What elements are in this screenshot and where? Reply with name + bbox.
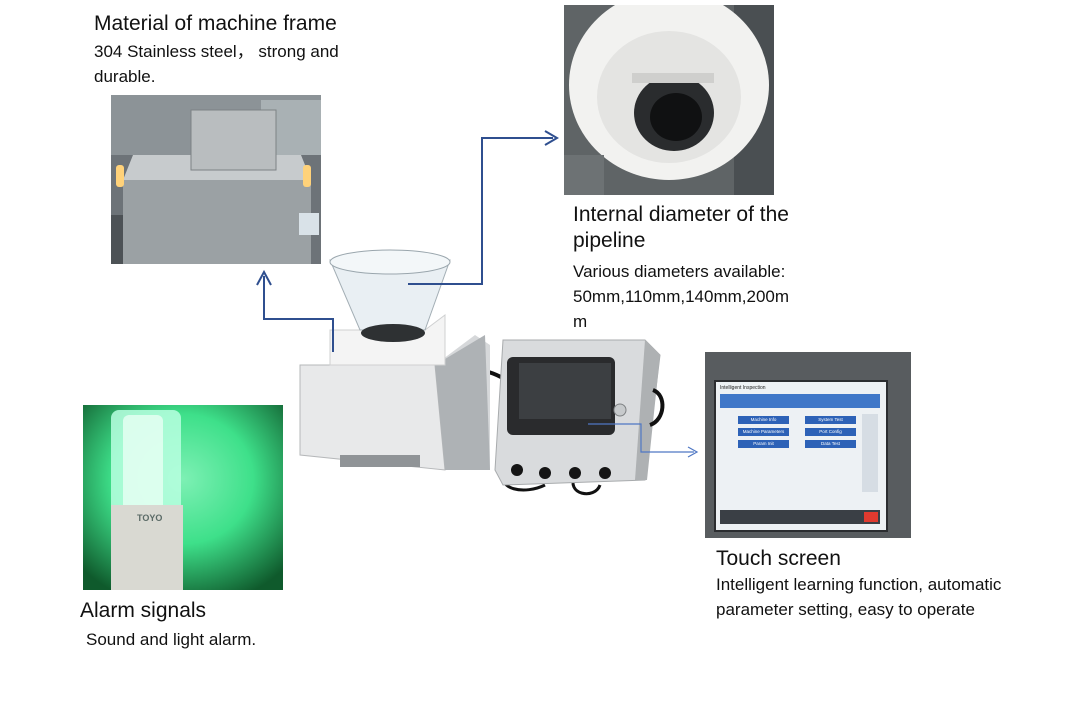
screen-button-param-init: Param Init xyxy=(738,440,789,448)
frame-title: Material of machine frame xyxy=(94,12,337,35)
arrow-right-icon xyxy=(408,130,559,285)
frame-desc-line-1: 304 Stainless steel， strong and xyxy=(94,42,339,61)
touch-desc-line-2: parameter setting, easy to operate xyxy=(716,600,975,619)
touch-desc-line-1: Intelligent learning function, automatic xyxy=(716,575,1002,594)
frame-photo xyxy=(111,95,321,264)
pipeline-title: Internal diameter of the pipeline xyxy=(573,202,789,254)
screen-button-machine-parameters: Machine Parameters xyxy=(738,428,789,436)
touch-description: Intelligent learning function, automatic… xyxy=(716,572,1076,622)
screen-header: Intelligent Inspection xyxy=(720,385,766,391)
pipeline-title-line-2: pipeline xyxy=(573,229,646,252)
frame-desc-line-2: durable. xyxy=(94,67,156,86)
pipeline-photo xyxy=(564,5,774,195)
pipeline-title-line-1: Internal diameter of the xyxy=(573,203,789,226)
pipeline-description: Various diameters available: 50mm,110mm,… xyxy=(573,259,789,334)
pipeline-desc-line-3: m xyxy=(573,312,588,331)
touch-title: Touch screen xyxy=(716,547,841,570)
alarm-description: Sound and light alarm. xyxy=(86,630,257,649)
alarm-title: Alarm signals xyxy=(80,599,207,622)
touch-screen-display: Intelligent Inspection Machine Info Syst… xyxy=(714,380,888,532)
screen-status-bar xyxy=(720,394,880,408)
screen-button-grid: Machine Info System Test Machine Paramet… xyxy=(738,416,856,448)
pipeline-desc-line-1: Various diameters available: xyxy=(573,262,786,281)
touch-screen-photo: Intelligent Inspection Machine Info Syst… xyxy=(705,352,911,538)
metal-detector-machine xyxy=(295,245,670,515)
arrow-up-icon xyxy=(256,269,334,352)
screen-button-data-test: Data Test xyxy=(805,440,856,448)
screen-stop-button xyxy=(864,512,878,522)
screen-button-machine-info: Machine Info xyxy=(738,416,789,424)
pipeline-desc-line-2: 50mm,110mm,140mm,200m xyxy=(573,287,790,306)
alarm-photo: TOYO xyxy=(83,405,283,590)
alarm-brand-label: TOYO xyxy=(137,513,163,523)
screen-side-panel xyxy=(862,414,878,492)
frame-description: 304 Stainless steel， strong and durable. xyxy=(94,39,339,89)
screen-button-port-config: Port Config xyxy=(805,428,856,436)
arrow-right-icon xyxy=(588,423,699,458)
screen-bottom-bar xyxy=(720,510,880,524)
screen-button-system-test: System Test xyxy=(805,416,856,424)
